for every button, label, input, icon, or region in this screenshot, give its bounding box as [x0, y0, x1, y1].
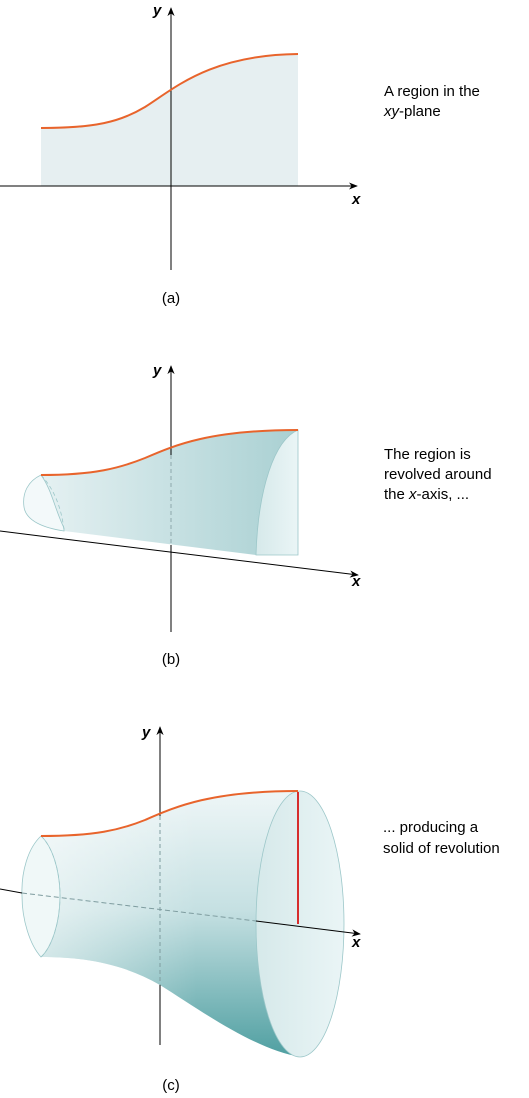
caption-rest: -axis, ...	[417, 486, 470, 503]
caption-italic: xy	[383, 103, 401, 120]
x-axis-left	[0, 530, 65, 540]
caption-line-1: ... producing a	[383, 819, 479, 836]
left-end-cap	[23, 474, 65, 532]
region-curve	[40, 429, 299, 476]
left-hidden-edge	[40, 835, 61, 958]
caption-prefix: the	[384, 486, 409, 503]
caption-line-2: revolved around	[384, 466, 492, 483]
region-curve	[40, 790, 299, 837]
solid-highlight	[41, 791, 301, 1057]
caption-line-2: solid of revolution	[383, 840, 500, 857]
caption-italic: x	[408, 486, 417, 503]
right-end-cap	[255, 790, 345, 1058]
region-curve	[40, 53, 299, 129]
revolved-surface	[23, 430, 299, 555]
caption-line-2: xy-plane	[383, 103, 441, 120]
x-axis-label: x	[351, 934, 361, 951]
panel-a: y x (a) A region in the xy-plane	[0, 2, 480, 307]
x-axis	[255, 920, 361, 937]
y-axis-label: y	[152, 362, 162, 379]
y-axis-label: y	[141, 724, 151, 741]
caption-line-1: A region in the	[384, 83, 480, 100]
right-end-cap	[255, 429, 299, 556]
panel-b: y x (b) The region is revolved around th…	[0, 362, 492, 668]
panel-label: (a)	[162, 290, 180, 307]
left-hidden-edge	[40, 474, 65, 532]
panel-label: (b)	[162, 651, 180, 668]
caption-line-1: The region is	[384, 446, 471, 463]
caption-line-3: the x-axis, ...	[384, 486, 469, 503]
x-axis-label: x	[351, 191, 361, 208]
x-axis	[63, 538, 359, 578]
x-axis-dashed-part	[21, 892, 257, 922]
caption-rest: -plane	[399, 103, 441, 120]
x-axis-label: x	[351, 573, 361, 590]
panel-label: (c)	[162, 1077, 180, 1094]
x-axis-left	[0, 888, 23, 894]
y-axis-label: y	[152, 2, 162, 19]
region-fill	[41, 54, 298, 186]
panel-c: y x (c) ... producing a solid of revolut…	[0, 724, 500, 1094]
